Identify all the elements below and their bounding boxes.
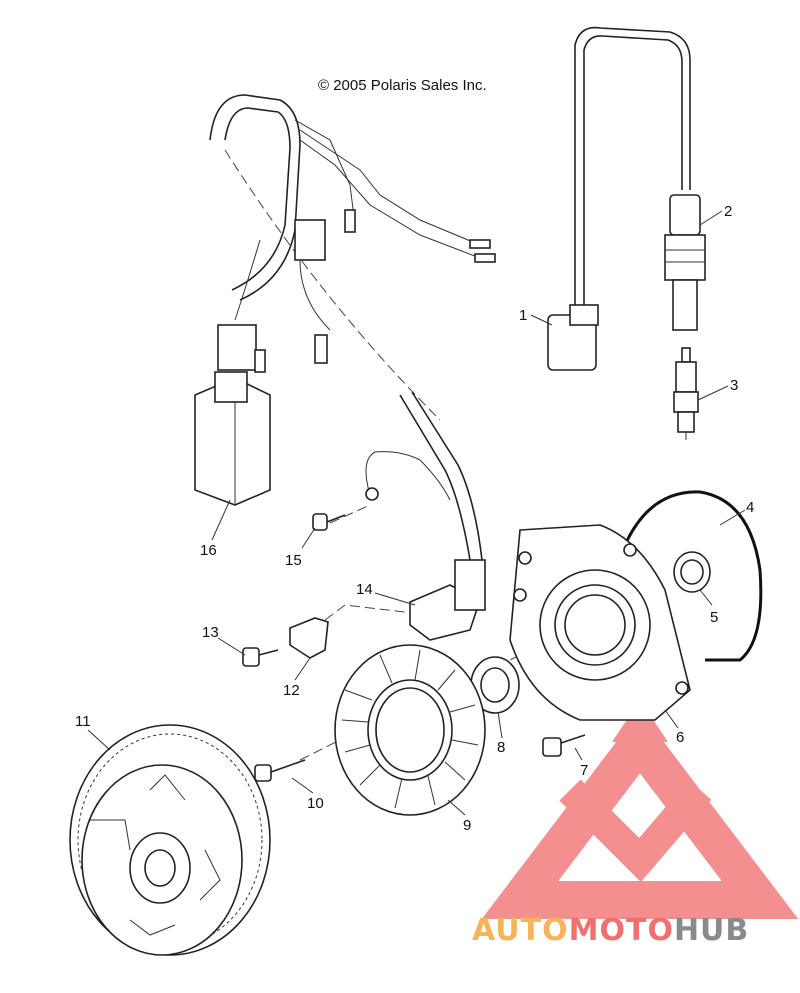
callout-11: 11	[75, 713, 91, 730]
o-ring-4	[623, 490, 763, 662]
callout-7: 7	[580, 762, 588, 779]
callout-2: 2	[724, 203, 732, 220]
callout-5: 5	[710, 609, 718, 626]
bracket-12	[289, 617, 329, 659]
pulse-coil-lead	[365, 391, 483, 613]
spark-plug	[673, 347, 699, 440]
callout-6: 6	[676, 729, 684, 746]
flywheel-11	[69, 724, 271, 956]
screw-7	[542, 734, 586, 757]
screw-13	[242, 647, 279, 667]
watermark-text: AUTOMOTOHUB	[472, 913, 749, 948]
wiring-harness	[209, 94, 496, 373]
watermark-logo	[481, 700, 799, 919]
dash-bracket	[324, 604, 431, 621]
watermark-moto: MOTO	[569, 913, 674, 948]
callout-8: 8	[497, 739, 505, 756]
copyright-text: © 2005 Polaris Sales Inc.	[318, 77, 487, 94]
leader-lines	[87, 210, 746, 816]
ignition-coil	[547, 26, 691, 371]
dash-harness-to-coil	[224, 149, 441, 421]
seal-8	[470, 656, 520, 714]
callout-15: 15	[285, 552, 302, 569]
callout-16: 16	[200, 542, 217, 559]
pulse-coil-14	[409, 559, 486, 641]
callout-10: 10	[307, 795, 324, 812]
callout-9: 9	[463, 817, 471, 834]
dash-screw15	[329, 504, 371, 524]
watermark-auto: AUTO	[472, 913, 569, 948]
watermark-hub: HUB	[674, 913, 749, 948]
callout-12: 12	[283, 682, 300, 699]
bolt-10	[254, 759, 306, 782]
screw-15	[312, 513, 346, 531]
seal-5	[673, 551, 711, 593]
stator-9	[334, 644, 486, 816]
callout-1: 1	[519, 307, 527, 324]
callout-14: 14	[356, 581, 373, 598]
stator-plate-6	[509, 524, 691, 721]
callout-4: 4	[746, 499, 754, 516]
callout-13: 13	[202, 624, 219, 641]
cdi-box	[194, 371, 271, 506]
callout-3: 3	[730, 377, 738, 394]
spark-plug-cap	[664, 194, 706, 331]
